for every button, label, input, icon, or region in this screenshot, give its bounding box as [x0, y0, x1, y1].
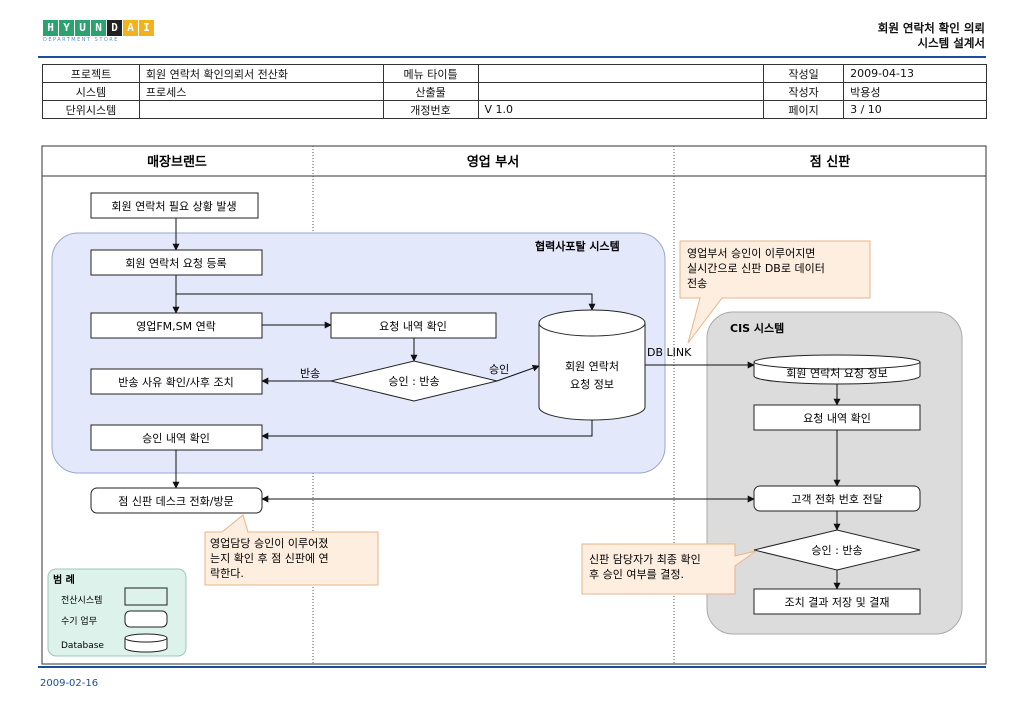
cis-label: CIS 시스템 [730, 321, 784, 335]
edge-register-to-db [176, 293, 596, 311]
return-edge-label: 반송 [300, 367, 320, 380]
partner-portal-label: 협력사포탈 시스템 [535, 239, 620, 253]
save-result-text: 조치 결과 저장 및 결재 [784, 596, 889, 609]
document-title: 회원 연락처 확인 의뢰 시스템 설계서 [878, 21, 985, 51]
logo-subtitle: DEPARTMENT STORE [43, 37, 119, 43]
check-approval-text: 승인 내역 확인 [142, 432, 210, 445]
document-title-line2: 시스템 설계서 [917, 36, 985, 50]
card-note-callout [581, 543, 757, 595]
decision-text: 승인 : 반송 [388, 375, 439, 388]
legend-database-label: Database [61, 641, 104, 651]
project-value: 회원 연락처 확인의뢰서 전산화 [138, 64, 384, 83]
footer-date: 2009-02-16 [40, 678, 99, 689]
contact-fm-sm-box [90, 312, 263, 339]
company-logo: H Y U N D A I DEPARTMENT STORE [43, 20, 155, 43]
card-note-line-1: 신판 담당자가 최종 확인 [589, 553, 701, 566]
logo-letter: I [139, 20, 154, 36]
logo-letter: D [107, 20, 122, 36]
legend-title: 범 례 [53, 573, 75, 586]
return-reason-text: 반송 사유 확인/사후 조치 [118, 376, 233, 389]
sales-staff-note-line-2: 는지 확인 후 점 신판에 연 [210, 552, 329, 565]
partner-portal-region [51, 232, 666, 474]
contact-fm-sm-text: 영업FM,SM 연락 [136, 320, 216, 333]
cis-check-box [753, 404, 921, 431]
approve-edge-label: 승인 [489, 363, 509, 376]
sales-note-line-1: 영업부서 승인이 이루어지면 [687, 247, 815, 260]
cis-check-text: 요청 내역 확인 [803, 412, 871, 425]
cis-db-text: 회원 연락처 요청 정보 [786, 367, 888, 380]
project-label: 프로젝트 [42, 64, 140, 83]
edge-db-to-approval [261, 420, 593, 440]
member-db-text-1: 회원 연락처 [565, 360, 619, 373]
footer-rule [38, 666, 986, 668]
desk-call-text: 점 신판 데스크 전화/방문 [118, 495, 233, 508]
logo-letter: N [91, 20, 106, 36]
date-label: 작성일 [763, 64, 845, 83]
member-db-top [538, 309, 646, 337]
register-request-text: 회원 연락처 요청 등록 [125, 257, 227, 270]
sales-staff-note-line-3: 락한다. [210, 567, 244, 580]
lane-card-dept: 점 신판 [810, 154, 850, 170]
edge-decision-approve [496, 364, 540, 382]
register-request-box [90, 249, 263, 276]
document-info-table: 프로젝트 회원 연락처 확인의뢰서 전산화 메뉴 타이틀 작성일 2009-04… [42, 64, 987, 119]
legend-system-label: 전산시스템 [61, 594, 102, 606]
logo-letter: U [75, 20, 90, 36]
check-request-text: 요청 내역 확인 [379, 320, 447, 333]
page-label: 페이지 [763, 100, 845, 119]
member-db-text-2: 요청 정보 [570, 378, 614, 391]
legend-manual-swatch [124, 610, 168, 628]
lane-sales-dept: 영업 부서 [467, 155, 519, 170]
document-title-line1: 회원 연락처 확인 의뢰 [877, 21, 985, 35]
customer-call-text: 고객 전화 번호 전달 [791, 493, 882, 506]
revision-label: 개정번호 [382, 100, 479, 119]
date-value: 2009-04-13 [843, 64, 987, 83]
menu-title-label: 메뉴 타이틀 [382, 64, 479, 83]
logo-letter: H [43, 20, 58, 36]
cis-decision-text: 승인 : 반송 [811, 544, 862, 557]
header-rule [38, 56, 986, 58]
sales-note-line-3: 전송 [687, 277, 707, 290]
legend-manual-label: 수기 업무 [61, 616, 97, 627]
swimlane-frame [41, 145, 987, 665]
cis-decision-diamond [753, 529, 921, 571]
need-contact-box [90, 192, 259, 219]
card-note-line-2: 후 승인 여부를 결정. [589, 568, 684, 581]
sales-note-callout [679, 240, 871, 344]
legend-system-swatch [124, 587, 168, 606]
page-value: 3 / 10 [843, 100, 987, 119]
sales-staff-note-callout [204, 514, 379, 586]
sales-staff-note-line-1: 영업담당 승인이 이루어졌 [210, 537, 328, 550]
author-label: 작성자 [763, 82, 845, 101]
db-link-label: DB LINK [647, 346, 692, 359]
unit-system-label: 단위시스템 [42, 100, 140, 119]
sales-note-line-2: 실시간으로 신판 DB로 데이터 [687, 262, 825, 275]
legend-database-swatch-top [124, 633, 168, 643]
need-contact-text: 회원 연락처 필요 상황 발생 [111, 200, 236, 213]
lane-store-brand: 매장브랜드 [147, 154, 207, 170]
logo-letter: A [123, 20, 138, 36]
logo-letter: Y [59, 20, 74, 36]
